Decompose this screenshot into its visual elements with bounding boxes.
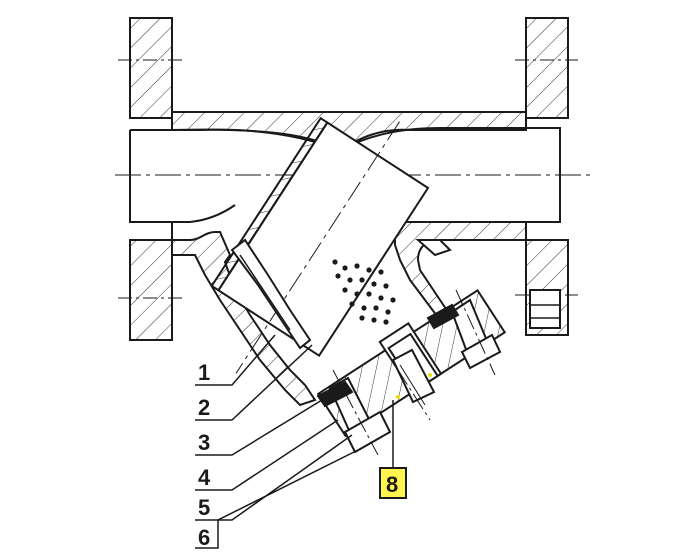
perforation-dot [371, 317, 377, 323]
perforation-dot [359, 315, 365, 321]
callout-1: 1 [198, 360, 210, 385]
callout-leaders [195, 334, 394, 549]
perforation-dot [335, 273, 341, 279]
drain-plug [381, 344, 436, 421]
perforation-dot [354, 291, 360, 297]
gasket [316, 303, 460, 408]
callout-4: 4 [198, 465, 211, 490]
callout-6: 6 [198, 525, 210, 550]
bolt-right-outer [450, 289, 502, 376]
perforation-dot [383, 319, 389, 325]
perforation-dot [378, 269, 384, 275]
left-flange [118, 17, 185, 341]
perforation-dot [332, 259, 338, 265]
perforation-dot [361, 305, 367, 311]
callout-3: 3 [198, 430, 210, 455]
perforation-dot [342, 287, 348, 293]
perforation-dot [349, 301, 355, 307]
perforation-dot [383, 283, 389, 289]
perforation-dot [359, 277, 365, 283]
perforation-dot [354, 263, 360, 269]
perforation-dot [371, 281, 377, 287]
cavity-wall [230, 238, 312, 350]
body-lower-right [394, 221, 527, 322]
perforation-dot [366, 267, 372, 273]
screen-perforations [332, 259, 396, 325]
perforation-dot [347, 277, 353, 283]
perforation-dot [390, 297, 396, 303]
perforation-dot [342, 265, 348, 271]
callout-5: 5 [198, 495, 210, 520]
callout-8: 8 [386, 472, 398, 497]
right-flange [515, 17, 578, 336]
callout-labels: 1 2 3 4 5 6 8 [198, 360, 407, 550]
callout-2: 2 [198, 395, 210, 420]
perforation-dot [373, 305, 379, 311]
perforation-dot [378, 295, 384, 301]
perforation-dot [385, 309, 391, 315]
perforation-dot [366, 291, 372, 297]
highlight-callout-box [379, 467, 407, 499]
